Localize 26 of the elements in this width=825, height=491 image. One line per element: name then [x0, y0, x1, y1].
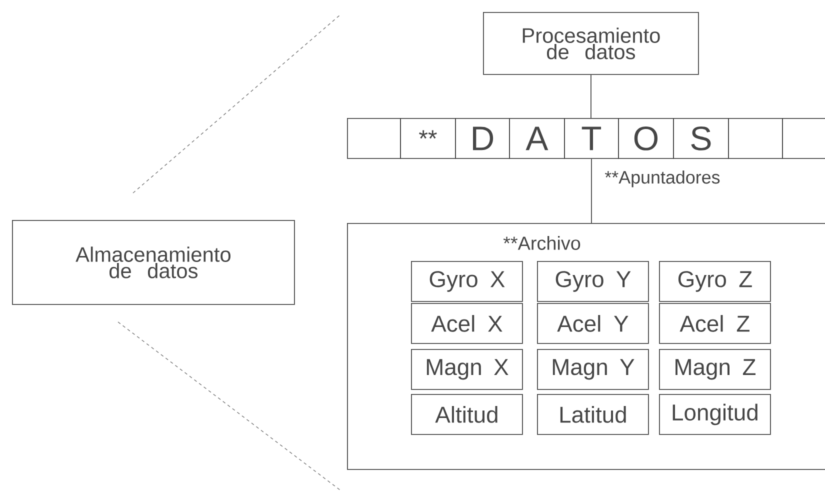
data-cell: O — [618, 118, 674, 159]
data-cell: D — [455, 118, 510, 159]
data-cell: S — [673, 118, 729, 159]
process-box: Procesamiento de datos — [483, 12, 699, 75]
field-box: Altitud — [411, 394, 523, 435]
field-box: Acel Z — [659, 303, 771, 344]
field-box: Magn X — [411, 349, 523, 390]
field-box: Magn Z — [659, 349, 771, 390]
data-cell — [728, 118, 783, 159]
data-cell — [782, 118, 825, 159]
data-cell: T — [564, 118, 619, 159]
field-box: Gyro Y — [537, 261, 649, 302]
data-cell: A — [509, 118, 565, 159]
field-box: Longitud — [659, 394, 771, 435]
connector-line — [590, 74, 592, 118]
data-cell: ** — [400, 118, 456, 159]
field-box: Latitud — [537, 394, 649, 435]
storage-box: Almacenamiento de datos — [12, 220, 295, 305]
data-cell — [347, 118, 401, 159]
field-box: Gyro X — [411, 261, 523, 302]
connector-line — [591, 158, 592, 224]
field-box: Acel X — [411, 303, 523, 344]
edge-label: **Apuntadores — [604, 170, 722, 188]
field-box: Gyro Z — [659, 261, 771, 302]
field-box: Magn Y — [537, 349, 649, 390]
field-box: Acel Y — [537, 303, 649, 344]
